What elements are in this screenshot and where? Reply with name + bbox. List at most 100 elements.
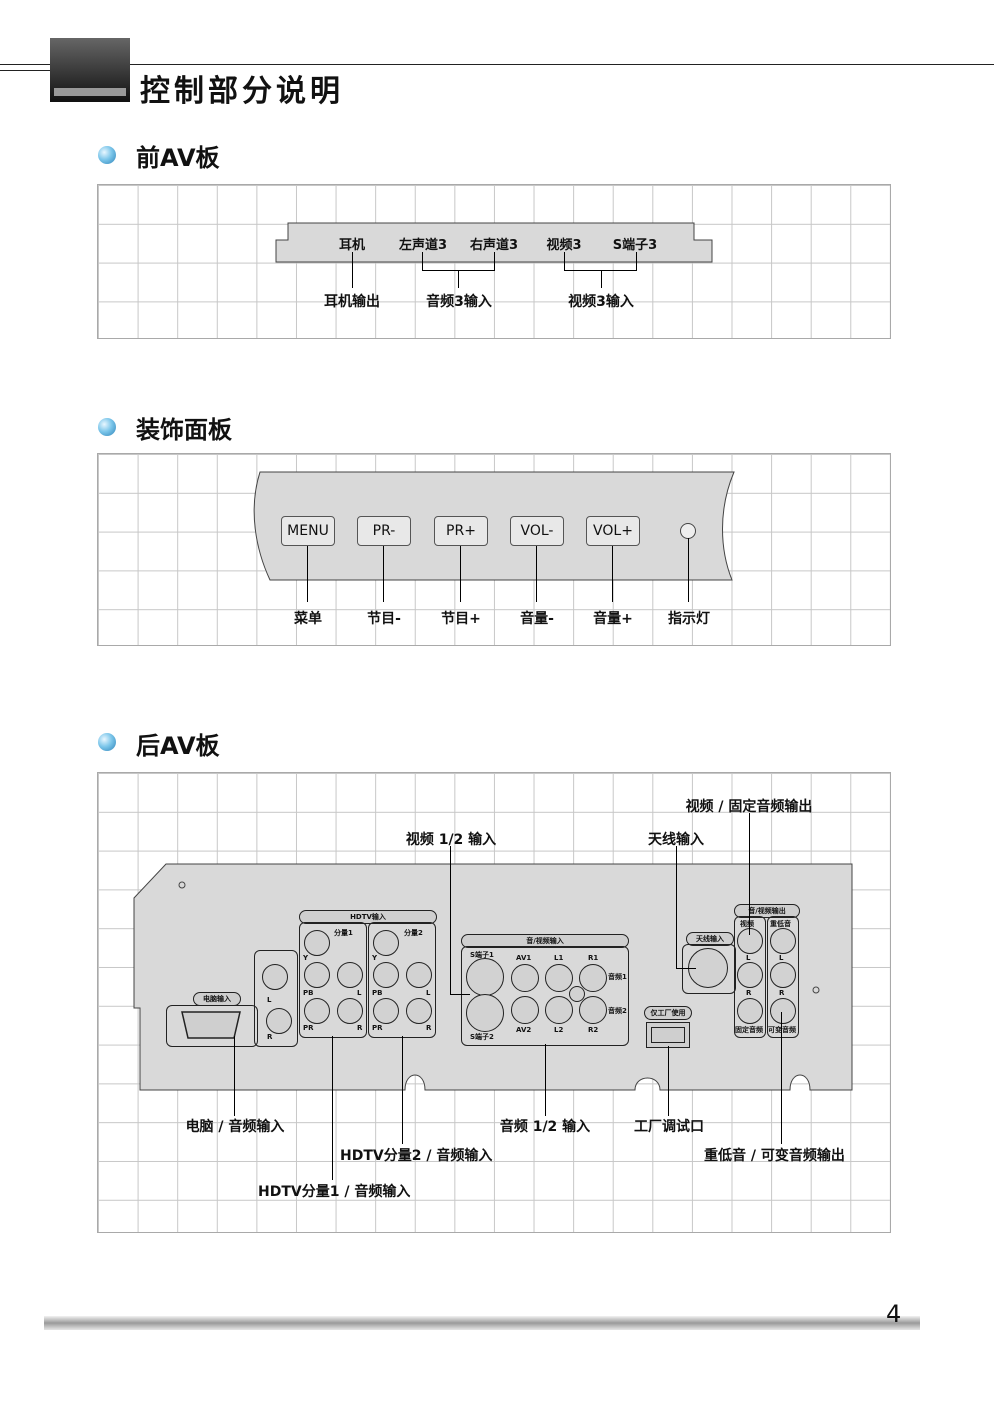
comp2-pb-jack[interactable] (373, 962, 399, 988)
leader-line (460, 546, 461, 602)
leader-line (402, 1036, 403, 1144)
pc-r-label: R (267, 1033, 273, 1041)
antenna-tag: 天线输入 (686, 932, 734, 946)
page-title: 控制部分说明 (140, 74, 344, 109)
section-bullet-icon (98, 418, 116, 436)
leader-line (450, 994, 470, 995)
comp1-pr-label: PR (303, 1024, 314, 1032)
av-out-video-label: 视频 (740, 920, 754, 928)
av2-video-jack[interactable] (511, 996, 539, 1024)
comp2-pr-label: PR (372, 1024, 383, 1032)
comp2-pr-jack[interactable] (373, 998, 399, 1024)
l2-jack[interactable] (545, 996, 573, 1024)
svideo1-jack[interactable] (466, 958, 504, 996)
comp2-pb-label: PB (372, 989, 383, 997)
comp1-y-jack[interactable] (304, 930, 330, 956)
av-screw-icon (569, 986, 585, 1002)
audio1-label: 音频1 (608, 973, 627, 981)
header-rule (0, 64, 994, 65)
out-r-label: R (746, 989, 752, 997)
leader-line (636, 252, 637, 270)
pc-audio-l-jack[interactable] (262, 964, 288, 990)
leader-line (307, 546, 308, 602)
vga-port-icon[interactable] (176, 1010, 246, 1040)
av2-label: AV2 (516, 1026, 532, 1034)
out-l-label: L (746, 954, 751, 962)
leader-line (564, 252, 565, 270)
leader-line (494, 252, 495, 270)
hdtv-comp1-frame (299, 922, 367, 1038)
page-number: 4 (886, 1300, 902, 1328)
r2-label: R2 (588, 1026, 599, 1034)
fixed-l-jack[interactable] (737, 962, 763, 988)
deco-panel (253, 471, 735, 581)
pc-audio-r-jack[interactable] (266, 1008, 292, 1034)
video-out-jack[interactable] (737, 928, 763, 954)
factory-tag: 仅工厂使用 (644, 1006, 692, 1020)
callout-indicator: 指示灯 (668, 611, 710, 627)
front-jack-left3: 左声道3 (398, 238, 448, 253)
comp2-r-jack[interactable] (406, 998, 432, 1024)
leader-line (601, 270, 602, 288)
pc-l-label: L (267, 996, 272, 1004)
leader-line (422, 252, 423, 270)
comp1-pr-jack[interactable] (304, 998, 330, 1024)
section-title-front-av: 前AV板 (136, 144, 220, 172)
fixed-audio-label: 固定音频 (735, 1026, 763, 1034)
comp2-y-label: Y (372, 954, 378, 962)
front-jack-video3: 视频3 (546, 238, 582, 253)
section-bullet-icon (98, 146, 116, 164)
callout-vol-minus: 音量- (520, 611, 554, 627)
fixed-r-jack[interactable] (737, 998, 763, 1024)
var-audio-label: 可变音频 (768, 1026, 796, 1034)
header-connector (0, 60, 70, 71)
comp1-l-jack[interactable] (337, 962, 363, 988)
leader-line (612, 546, 613, 602)
comp1-r-jack[interactable] (337, 998, 363, 1024)
comp2-l-label: L (426, 989, 431, 997)
antenna-frame (682, 944, 736, 994)
av1-video-jack[interactable] (511, 964, 539, 992)
l2-label: L2 (554, 1026, 564, 1034)
hdtv-input-tag: HDTV输入 (299, 910, 437, 924)
menu-button[interactable]: MENU (281, 516, 335, 546)
s1-label: S端子1 (470, 951, 494, 959)
leader-line (450, 846, 451, 994)
av1-label: AV1 (516, 954, 532, 962)
leader-line (668, 1046, 669, 1116)
l1-jack[interactable] (545, 964, 573, 992)
comp1-label: 分量1 (334, 929, 353, 937)
callout-menu: 菜单 (294, 611, 322, 627)
leader-line (536, 546, 537, 602)
leader-line (332, 1036, 333, 1180)
r1-jack[interactable] (579, 964, 607, 992)
r2-jack[interactable] (579, 996, 607, 1024)
pr-minus-button[interactable]: PR- (357, 516, 411, 546)
leader-line (781, 1012, 782, 1144)
callout-headphone-out: 耳机输出 (324, 294, 380, 310)
leader-line (688, 538, 689, 602)
leader-line (352, 252, 353, 288)
out-l2-label: L (779, 954, 784, 962)
audio2-label: 音频2 (608, 1007, 627, 1015)
svideo2-jack[interactable] (466, 994, 504, 1032)
var-r-jack[interactable] (770, 998, 796, 1024)
callout-antenna-in: 天线输入 (648, 832, 704, 848)
callout-pr-minus: 节目- (367, 611, 401, 627)
front-av-panel (275, 222, 713, 263)
pr-plus-button[interactable]: PR+ (434, 516, 488, 546)
factory-port[interactable] (646, 1022, 690, 1048)
l1-label: L1 (554, 954, 564, 962)
leader-line (564, 270, 637, 271)
sub-out-jack[interactable] (770, 928, 796, 954)
comp2-l-jack[interactable] (406, 962, 432, 988)
vol-minus-button[interactable]: VOL- (510, 516, 564, 546)
comp2-y-jack[interactable] (373, 930, 399, 956)
vol-plus-button[interactable]: VOL+ (586, 516, 640, 546)
leader-line (676, 846, 677, 968)
callout-video12-in: 视频 1/2 输入 (405, 832, 497, 848)
comp2-label: 分量2 (404, 929, 423, 937)
callout-pr-plus: 节目+ (441, 611, 481, 627)
comp1-pb-jack[interactable] (304, 962, 330, 988)
var-l-jack[interactable] (770, 962, 796, 988)
